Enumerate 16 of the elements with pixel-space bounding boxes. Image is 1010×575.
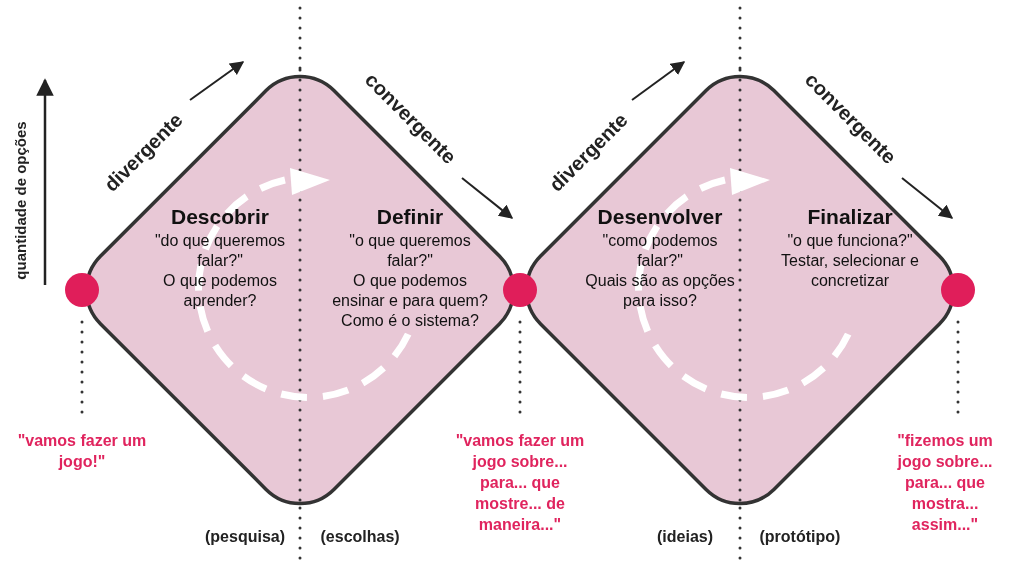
axis-label: quantidade de opções xyxy=(11,120,29,280)
quote-text: "vamos fazer um jogo!" xyxy=(16,431,148,472)
question-text: Testar, selecionar e concretizar xyxy=(780,251,920,291)
quote-text: "fizemos um jogo sobre... para... que mostra... assim..." xyxy=(896,431,994,535)
phase-title: Finalizar xyxy=(807,205,893,229)
phase-title: Descobrir xyxy=(170,205,269,229)
question-text: "do que queremos falar?" xyxy=(153,231,287,271)
quote-text: "vamos fazer um jogo sobre... para... que mostre... de maneira..." xyxy=(454,431,586,535)
question-text: O que podemos ensinar e para quem? Como é o sistema? xyxy=(331,271,489,331)
question-text: "como podemos falar?" xyxy=(601,231,719,271)
question-text: "o que funciona?" xyxy=(787,231,913,251)
question-text: O que podemos aprender? xyxy=(162,271,278,311)
question-text: Quais são as opções para isso? xyxy=(584,271,736,311)
phase-title: Definir xyxy=(376,205,444,229)
question-text: "o que queremos falar?" xyxy=(348,231,472,271)
phase-title: Desenvolver xyxy=(597,205,723,229)
